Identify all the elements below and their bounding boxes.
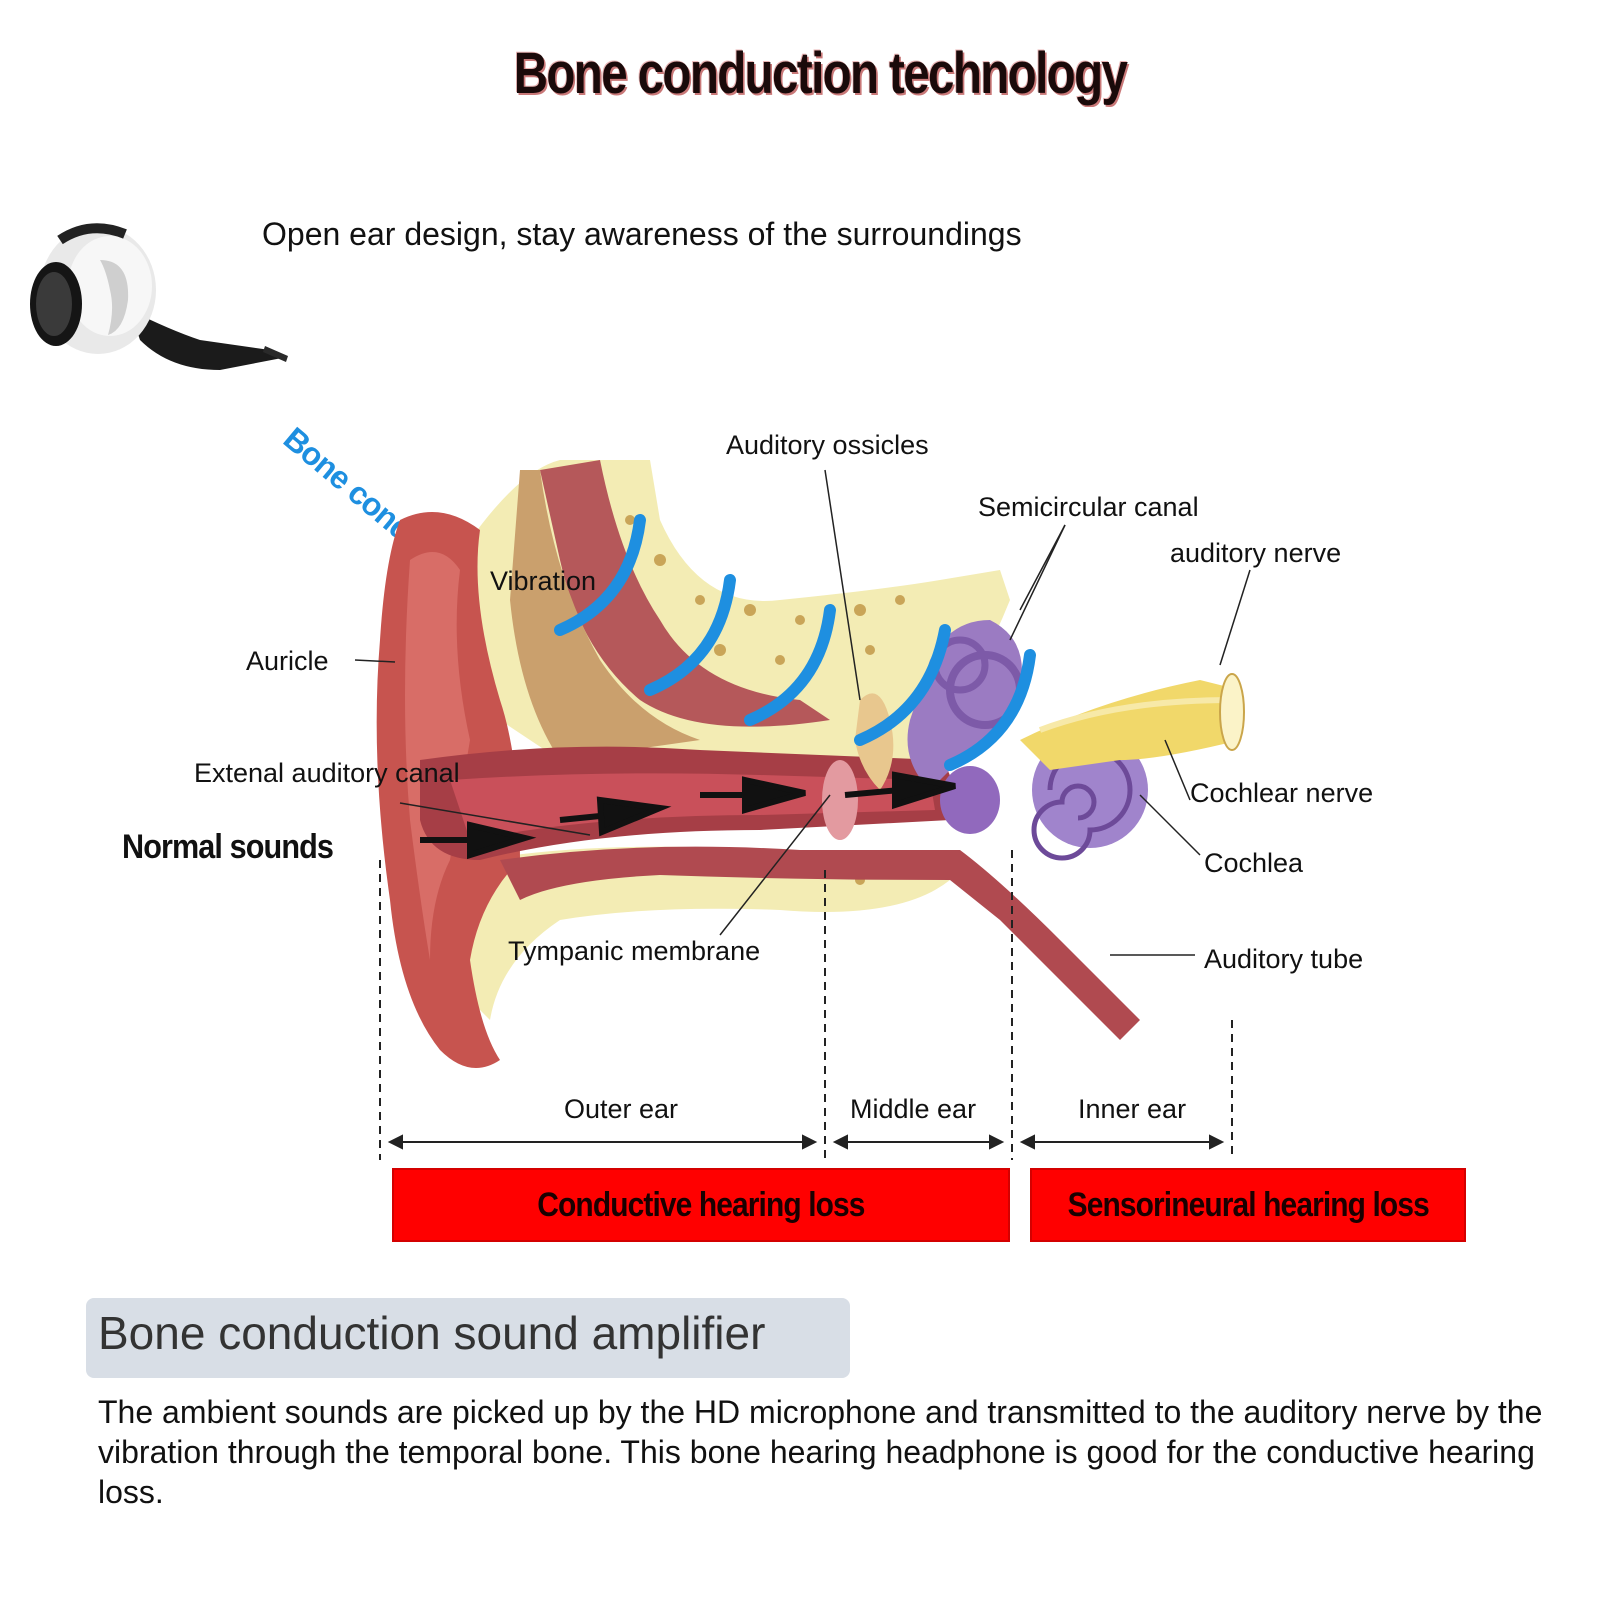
label-vibration: Vibration xyxy=(490,566,597,596)
sensorineural-hearing-loss-label: Sensorineural hearing loss xyxy=(1067,1185,1429,1224)
amplifier-description: The ambient sounds are picked up by the … xyxy=(98,1394,1543,1510)
label-auditory-nerve: auditory nerve xyxy=(1170,538,1342,568)
page-title: Bone conduction technology xyxy=(513,41,1128,106)
subtitle: Open ear design, stay awareness of the s… xyxy=(262,216,1022,252)
conductive-hearing-loss-label: Conductive hearing loss xyxy=(537,1185,865,1224)
label-tympanic-membrane: Tympanic membrane xyxy=(508,936,761,966)
label-outer-ear: Outer ear xyxy=(564,1094,679,1124)
label-auditory-tube: Auditory tube xyxy=(1204,944,1364,974)
label-cochlea: Cochlea xyxy=(1204,848,1304,878)
label-external-auditory-canal: Extenal auditory canal xyxy=(194,758,460,788)
amplifier-title: Bone conduction sound amplifier xyxy=(98,1307,766,1359)
label-auditory-ossicles: Auditory ossicles xyxy=(726,430,929,460)
label-auricle: Auricle xyxy=(246,646,329,676)
amplifier-title-box xyxy=(86,1298,850,1378)
label-cochlear-nerve: Cochlear nerve xyxy=(1190,778,1374,808)
headphone-image xyxy=(30,223,288,370)
conductive-hearing-loss-box: Conductive hearing loss xyxy=(392,1168,1010,1242)
label-normal-sounds: Normal sounds xyxy=(122,828,334,866)
label-inner-ear: Inner ear xyxy=(1078,1094,1187,1124)
sensorineural-hearing-loss-box: Sensorineural hearing loss xyxy=(1030,1168,1466,1242)
label-middle-ear: Middle ear xyxy=(850,1094,977,1124)
label-semicircular-canal: Semicircular canal xyxy=(978,492,1199,522)
